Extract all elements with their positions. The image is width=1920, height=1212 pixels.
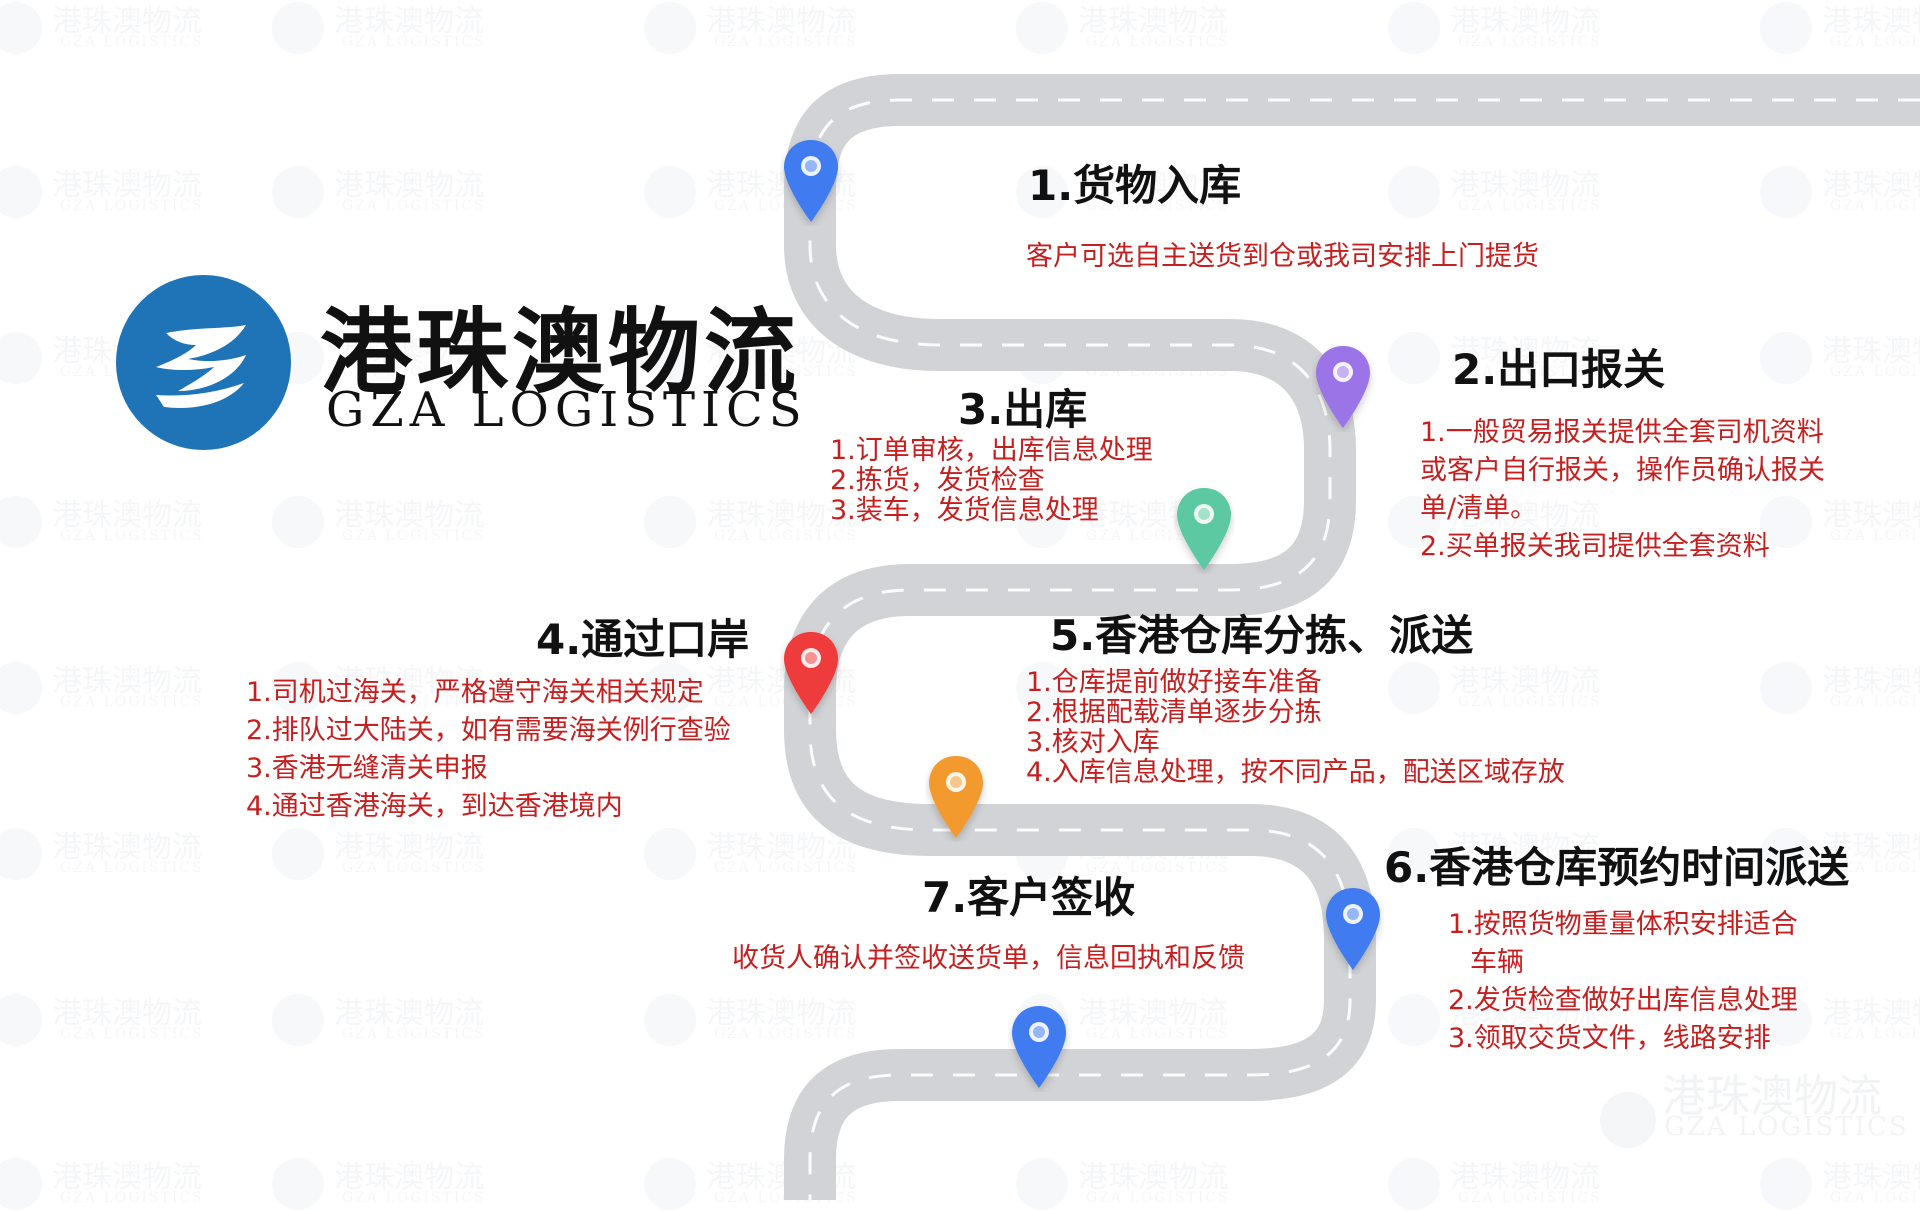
step-2-line: 或客户自行报关，操作员确认报关 <box>1420 455 1825 486</box>
step-7-line: 收货人确认并签收送货单，信息回执和反馈 <box>732 943 1245 974</box>
step-4-title: 4.通过口岸 <box>536 615 750 664</box>
step-6-line: 3.领取交货文件，线路安排 <box>1448 1023 1771 1054</box>
step-3-title: 3.出库 <box>958 385 1088 434</box>
step-3-description: 1.订单审核，出库信息处理 2.拣货，发货检查 3.装车，发货信息处理 <box>830 436 1153 526</box>
step-7-title: 7.客户签收 <box>922 873 1136 922</box>
step-6-line: 车辆 <box>1470 947 1524 978</box>
logo-name: 港珠澳物流 <box>320 298 801 406</box>
step-4-line: 3.香港无缝清关申报 <box>246 753 488 784</box>
step-3-line: 1.订单审核，出库信息处理 <box>830 435 1153 466</box>
route-centerline <box>808 98 1920 1200</box>
step-4-line: 2.排队过大陆关，如有需要海关例行查验 <box>246 715 731 746</box>
step-6-description: 1.按照货物重量体积安排适合 车辆 2.发货检查做好出库信息处理 3.领取交货文… <box>1448 906 1798 1058</box>
step-4-line: 1.司机过海关，严格遵守海关相关规定 <box>246 677 704 708</box>
step-5-line: 2.根据配载清单逐步分拣 <box>1026 697 1322 728</box>
step-2-line: 单/清单。 <box>1420 493 1538 524</box>
corner-watermark: 港珠澳物流 GZA LOGISTICS <box>1600 1060 1907 1150</box>
step-6-line: 1.按照货物重量体积安排适合 <box>1448 909 1798 940</box>
map-pin-icon <box>925 752 987 842</box>
step-3-line: 2.拣货，发货检查 <box>830 465 1045 496</box>
step-2-description: 1.一般贸易报关提供全套司机资料 或客户自行报关，操作员确认报关 单/清单。 2… <box>1420 414 1825 566</box>
map-pin-icon <box>1173 484 1235 574</box>
step-5-line: 1.仓库提前做好接车准备 <box>1026 667 1322 698</box>
step-5-description: 1.仓库提前做好接车准备 2.根据配载清单逐步分拣 3.核对入库 4.入库信息处… <box>1026 668 1565 788</box>
map-pin-icon <box>1322 884 1384 974</box>
map-pin-icon <box>1312 342 1374 432</box>
map-pin-icon <box>780 628 842 718</box>
step-1-description: 客户可选自主送货到仓或我司安排上门提货 <box>1026 242 1539 272</box>
step-1-line: 客户可选自主送货到仓或我司安排上门提货 <box>1026 241 1539 272</box>
map-pin-icon <box>780 136 842 226</box>
step-2-line: 1.一般贸易报关提供全套司机资料 <box>1420 417 1824 448</box>
step-6-line: 2.发货检查做好出库信息处理 <box>1448 985 1798 1016</box>
step-1-title: 1.货物入库 <box>1028 161 1242 210</box>
step-5-line: 3.核对入库 <box>1026 727 1160 758</box>
step-5-line: 4.入库信息处理，按不同产品，配送区域存放 <box>1026 757 1565 788</box>
step-2-line: 2.买单报关我司提供全套资料 <box>1420 531 1770 562</box>
step-5-title: 5.香港仓库分拣、派送 <box>1050 611 1474 660</box>
bird-icon <box>156 325 246 408</box>
step-7-description: 收货人确认并签收送货单，信息回执和反馈 <box>732 944 1245 974</box>
step-3-line: 3.装车，发货信息处理 <box>830 495 1099 526</box>
step-6-title: 6.香港仓库预约时间派送 <box>1384 843 1850 892</box>
logo-emblem <box>116 275 291 450</box>
step-2-title: 2.出口报关 <box>1452 345 1666 394</box>
step-4-line: 4.通过香港海关，到达香港境内 <box>246 791 623 822</box>
map-pin-icon <box>1008 1002 1070 1092</box>
step-4-description: 1.司机过海关，严格遵守海关相关规定 2.排队过大陆关，如有需要海关例行查验 3… <box>246 674 731 826</box>
logo-subtitle: GZA LOGISTICS <box>326 382 808 438</box>
